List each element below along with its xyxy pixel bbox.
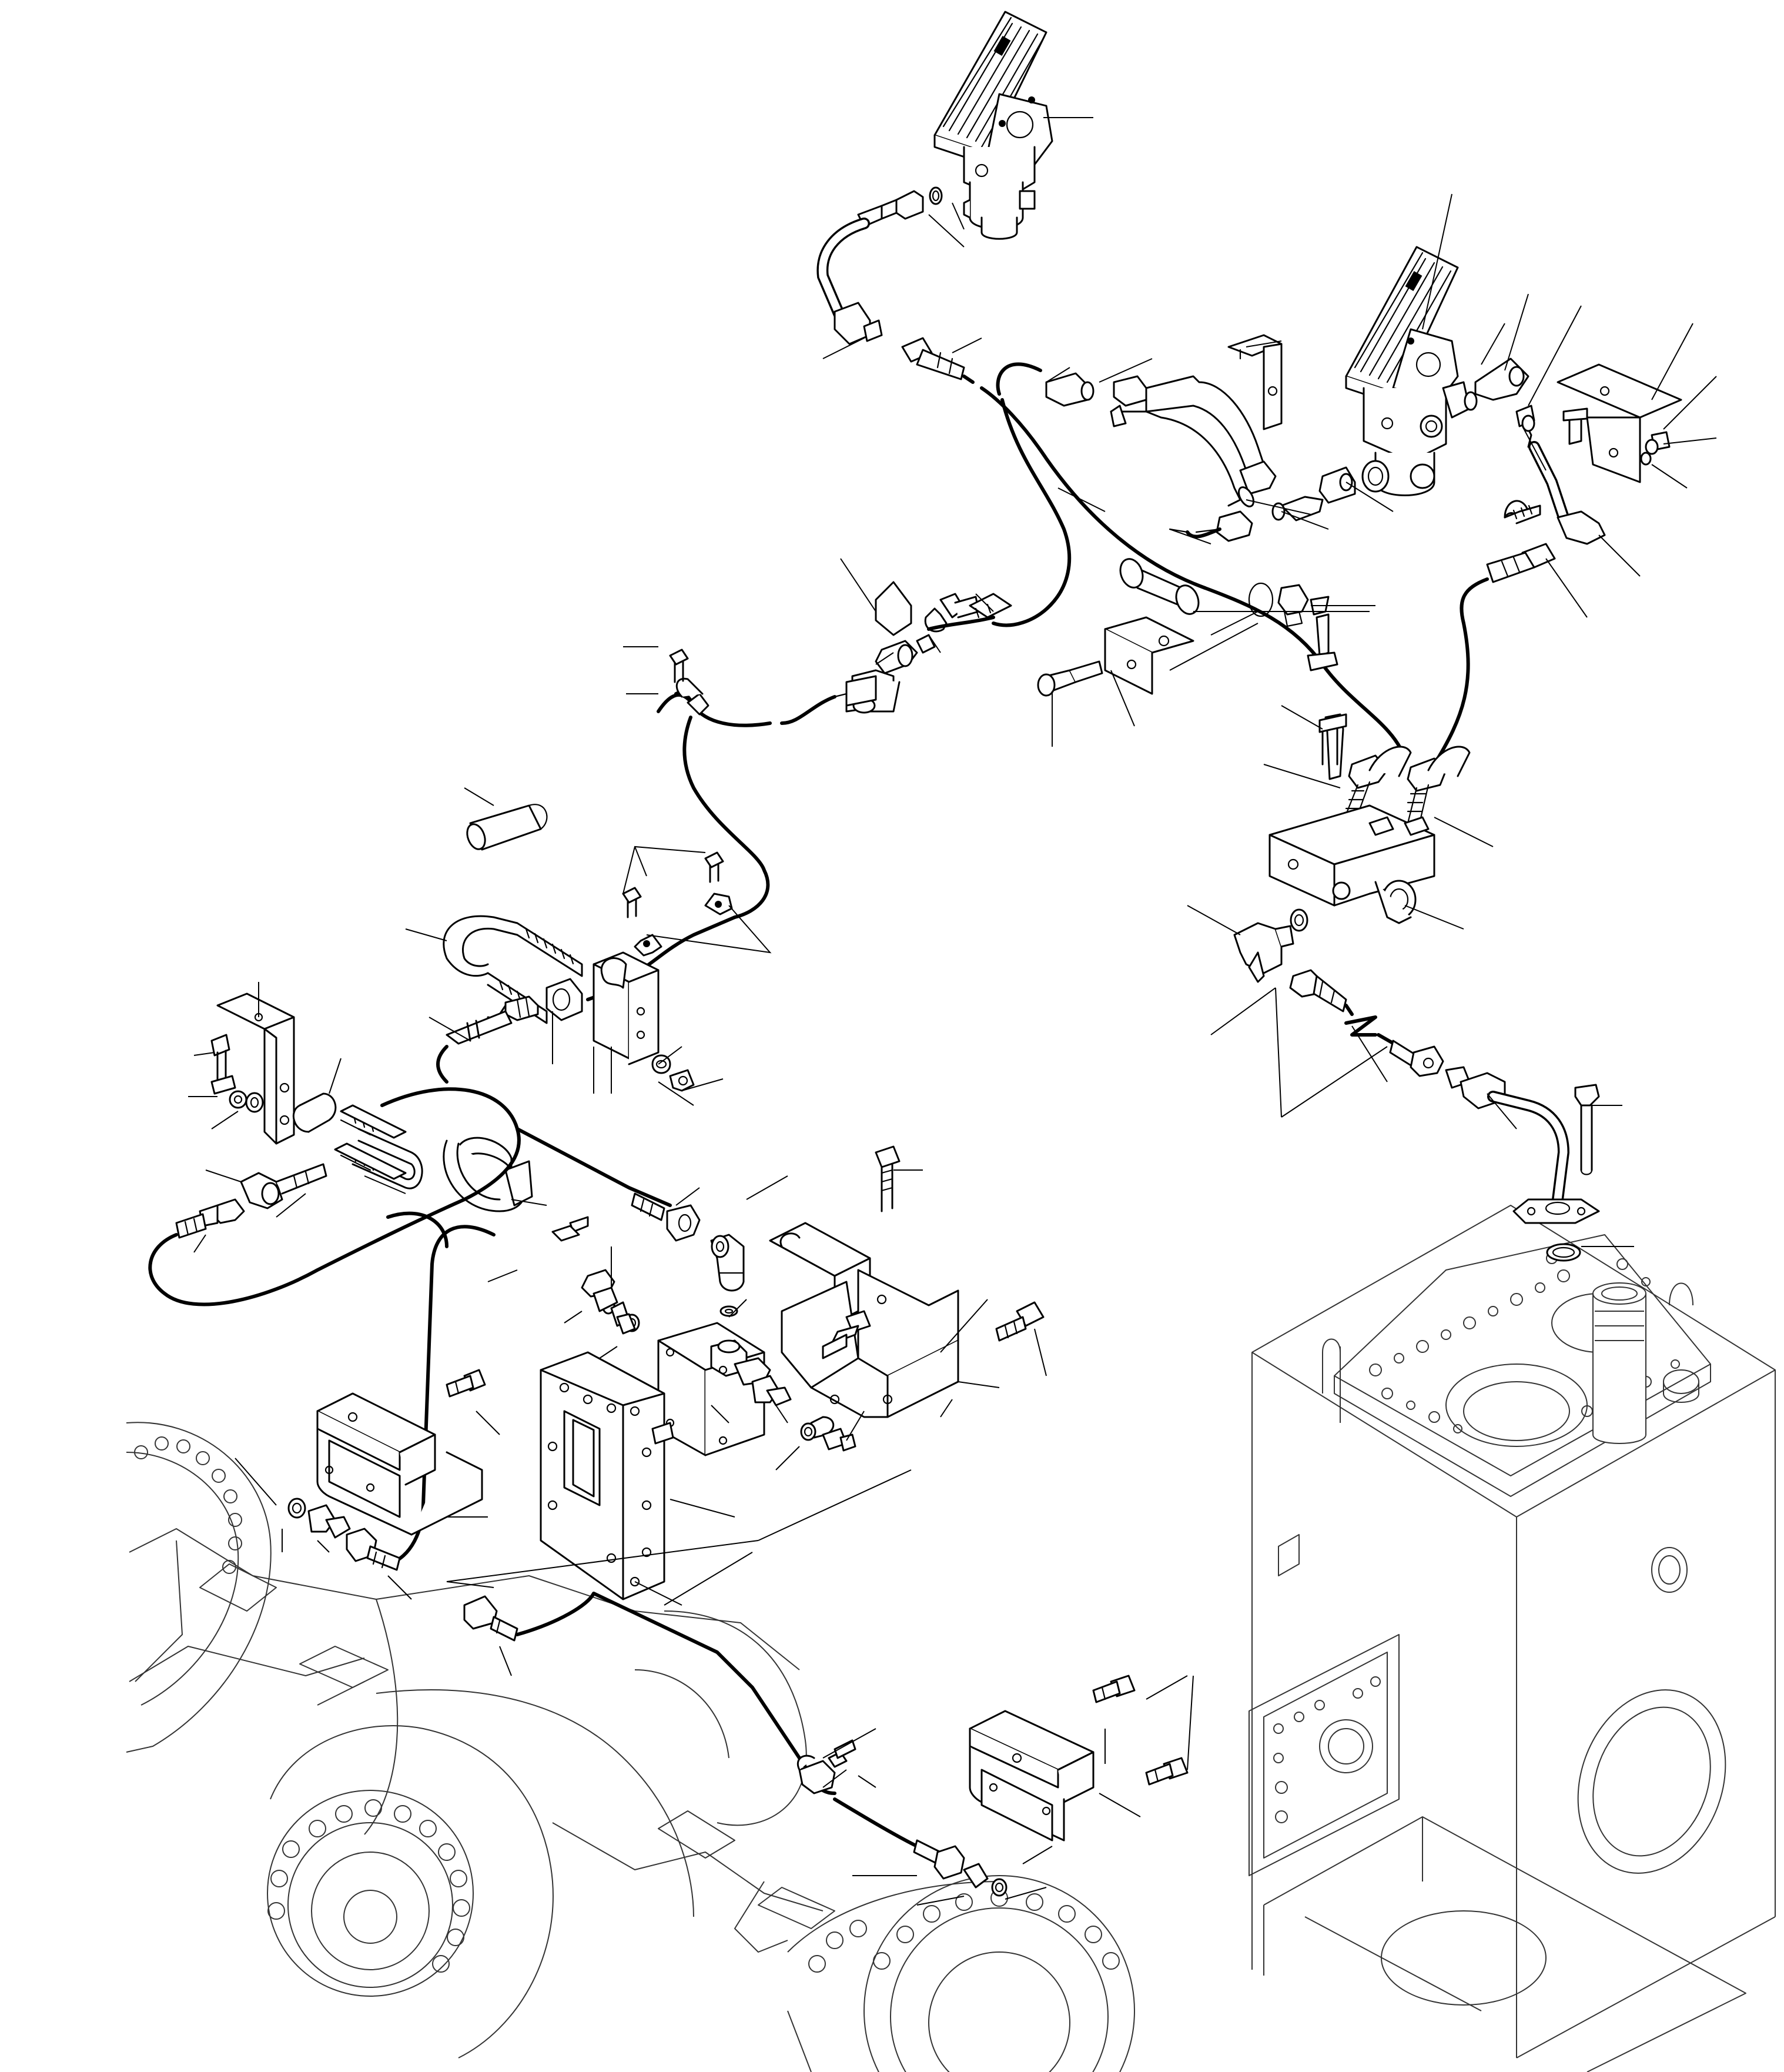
spacer-and-bracket — [1037, 558, 1338, 697]
lower-left-fittings — [287, 1498, 401, 1571]
distribution-block — [1268, 713, 1471, 924]
bolt-block — [1321, 728, 1338, 766]
front-axle — [126, 1422, 1135, 2072]
lower-fittings — [551, 1216, 856, 1452]
brake-hose-lower-left — [386, 1127, 701, 1566]
tee-fitting — [1045, 372, 1277, 507]
hose-support-bracket — [436, 951, 695, 1092]
right-brake-pedal-valve — [1345, 246, 1478, 496]
support-bracket-center — [769, 1222, 959, 1418]
brake-hose-axle — [463, 1592, 1008, 1897]
lower-right-bracket — [969, 1675, 1189, 1842]
elbow-fitting — [710, 1234, 745, 1317]
bolts-center — [446, 1145, 1045, 1398]
right-bracket — [1504, 363, 1682, 545]
brake-hose-upper — [901, 337, 1407, 760]
brake-hose-mid — [586, 581, 1012, 1001]
block-lower-hose — [1233, 908, 1600, 1262]
pedal-fittings — [816, 186, 943, 345]
right-pedal-fittings — [1169, 357, 1529, 542]
left-mounting-bracket — [210, 992, 337, 1145]
transmission-housing — [1249, 1205, 1776, 2072]
brake-hose-right — [1432, 543, 1556, 766]
mounting-plate — [540, 1351, 674, 1600]
u-bolt-and-tube — [443, 804, 583, 1024]
left-u-bolt — [334, 1104, 423, 1189]
leader-lines — [188, 117, 1717, 1906]
clip-bolts — [622, 649, 724, 918]
brake-valve-assembly — [657, 1322, 792, 1456]
lower-left-bracket — [316, 1392, 483, 1536]
upper-brake-pedal-valve — [933, 11, 1053, 240]
brake-hose-left — [148, 1087, 521, 1306]
